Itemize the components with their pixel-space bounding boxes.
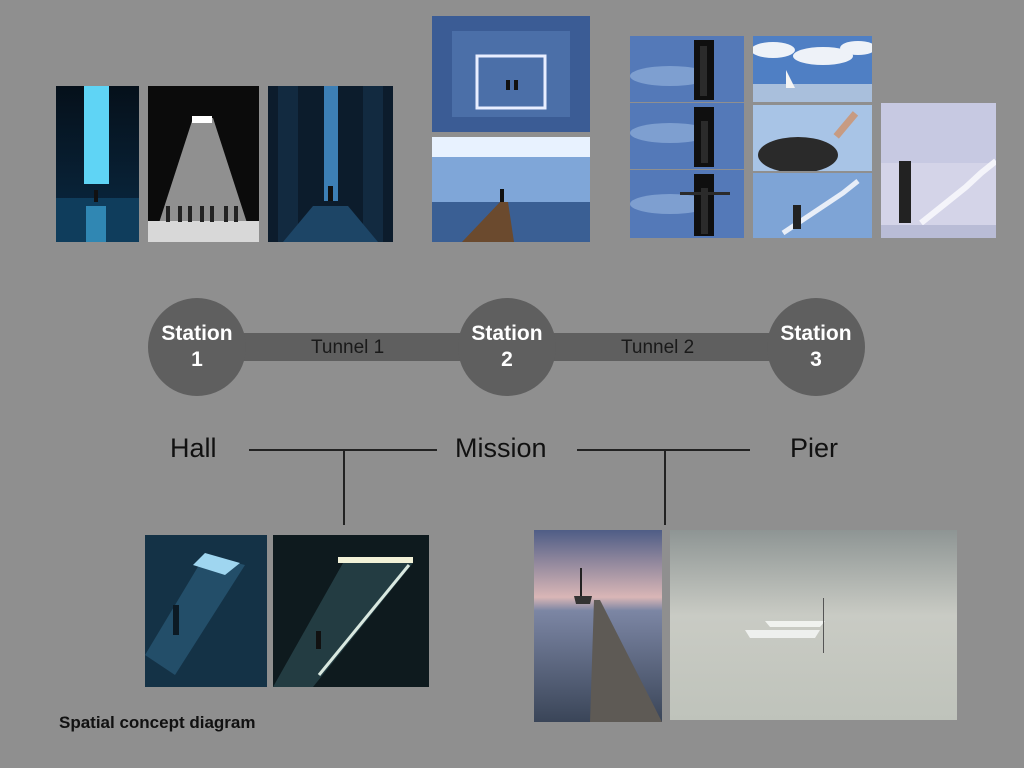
- tunnel-1-bar: [196, 333, 508, 361]
- station-1-title: Station: [161, 322, 233, 345]
- spotlight-crowd-photo: [148, 86, 259, 242]
- doorway-figure-photo-3: [630, 170, 744, 238]
- station-2-title: Station: [471, 322, 543, 345]
- station-3-number: 3: [810, 348, 822, 371]
- man-reaching-sky-photo: [753, 105, 872, 171]
- station-3-node: Station 3: [767, 298, 865, 396]
- neon-frame-room-photo: [432, 16, 590, 132]
- doorway-figure-photo: [630, 36, 744, 102]
- sky-stairs-photo: [753, 173, 872, 238]
- light-column-photo: [56, 86, 139, 242]
- zone-hall-label: Hall: [170, 433, 217, 463]
- doorway-figure-photo-2: [630, 103, 744, 169]
- station-2-node: Station 2: [458, 298, 556, 396]
- mission-pier-connector: [577, 449, 750, 451]
- station-2-number: 2: [501, 348, 513, 371]
- sky-sailboat-photo: [753, 36, 872, 102]
- diagram-caption: Spatial concept diagram: [59, 713, 256, 732]
- skylight-figure-photo: [145, 535, 267, 687]
- station-1-number: 1: [191, 348, 203, 371]
- misty-boats-photo: [670, 530, 957, 720]
- pier-sunset-photo: [534, 530, 662, 722]
- tunnel-1-label: Tunnel 1: [311, 337, 385, 358]
- blue-corridor-photo: [268, 86, 393, 242]
- water-room-pier-photo: [432, 137, 590, 242]
- man-at-stairs-photo: [881, 103, 996, 238]
- station-3-title: Station: [780, 322, 852, 345]
- tunnel-2-bar: [506, 333, 818, 361]
- tunnel-2-label: Tunnel 2: [621, 337, 695, 358]
- glowing-stairs-photo: [273, 535, 429, 687]
- zone-pier-label: Pier: [790, 433, 839, 463]
- station-1-node: Station 1: [148, 298, 246, 396]
- mission-pier-drop-line: [664, 450, 666, 525]
- hall-mission-drop-line: [343, 450, 345, 525]
- zone-mission-label: Mission: [455, 433, 547, 463]
